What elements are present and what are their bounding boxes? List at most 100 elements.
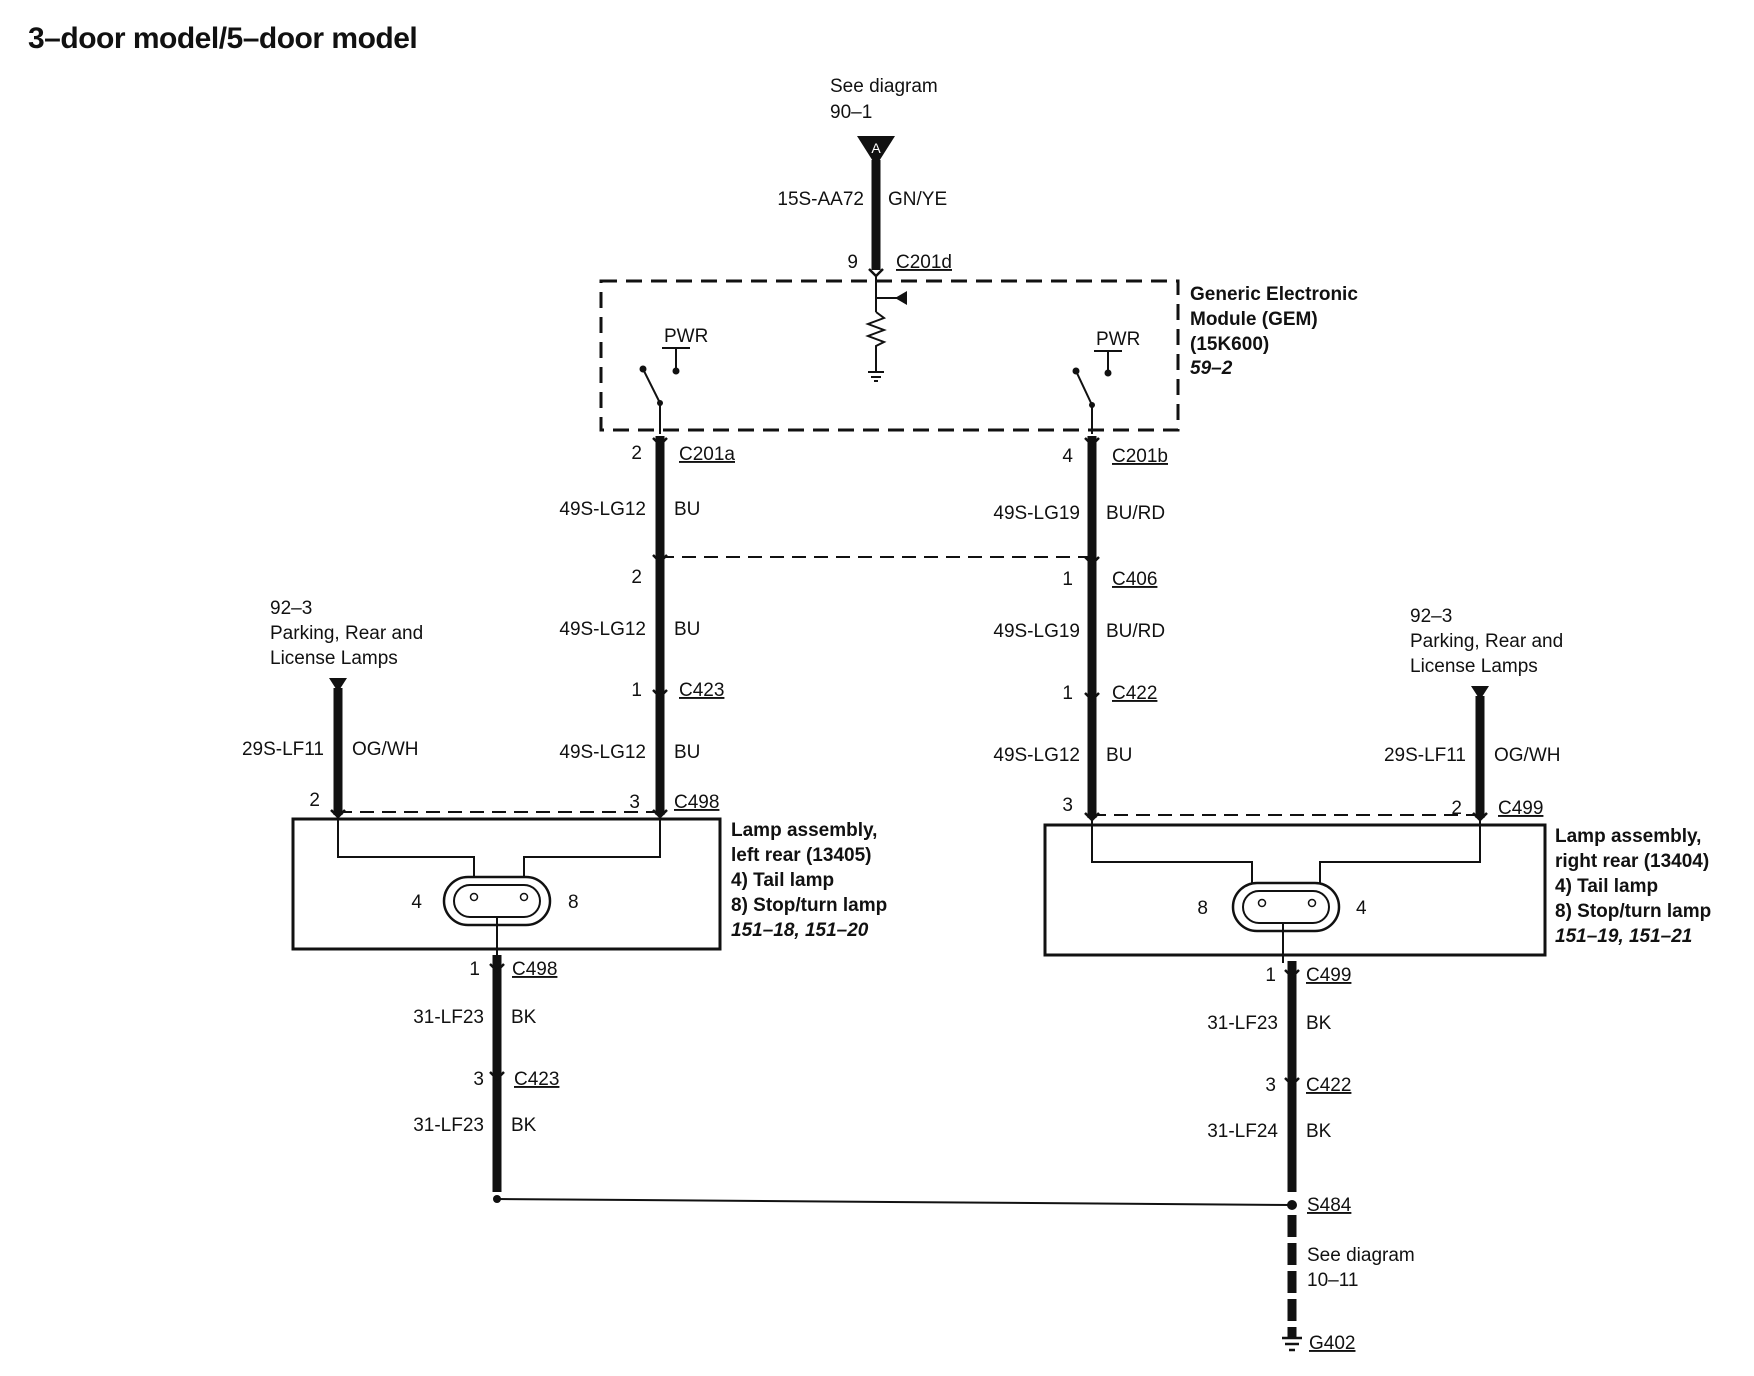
wire-r2-circuit: 49S-LG19 bbox=[993, 621, 1080, 642]
c498-top-label: C498 bbox=[674, 792, 719, 813]
wire-lg1-circuit: 31-LF23 bbox=[413, 1007, 484, 1028]
c422-bottom-chevron bbox=[1284, 1077, 1300, 1087]
wire-l1-color: BU bbox=[674, 499, 700, 520]
lamp-left-box bbox=[291, 817, 722, 951]
wire-lfeed-circuit: 29S-LF11 bbox=[242, 739, 324, 760]
left-feed-arrow bbox=[329, 678, 347, 692]
lamp-right-pin-b: 4 bbox=[1356, 898, 1367, 919]
left-feed-text1: 92–3 bbox=[270, 598, 312, 619]
right-feed-text2: Parking, Rear and bbox=[1410, 631, 1563, 652]
lamp-right-item1: 4) Tail lamp bbox=[1555, 876, 1658, 897]
ground-label: G402 bbox=[1309, 1333, 1355, 1354]
c499-top-pin: 3 bbox=[1062, 795, 1073, 816]
lamp-right-item2: 8) Stop/turn lamp bbox=[1555, 901, 1711, 922]
wire-l2-circuit: 49S-LG12 bbox=[559, 619, 646, 640]
ground-text2: 10–11 bbox=[1307, 1270, 1358, 1291]
right-feed-text3: License Lamps bbox=[1410, 656, 1538, 677]
wire-r2-color: BU/RD bbox=[1106, 621, 1165, 642]
lamp-right-filament-a bbox=[1257, 898, 1267, 908]
lamp-right-filament-b bbox=[1307, 898, 1317, 908]
wire-l2-color: BU bbox=[674, 619, 700, 640]
c498-bottom-label: C498 bbox=[512, 959, 557, 980]
left-feed-text3: License Lamps bbox=[270, 648, 398, 669]
right-feed-text1: 92–3 bbox=[1410, 606, 1452, 627]
c422-right-label: C422 bbox=[1112, 683, 1157, 704]
lamp-left-title1: Lamp assembly, bbox=[731, 820, 877, 841]
c201d-label: C201d bbox=[896, 252, 952, 273]
wire-lfeed-color: OG/WH bbox=[352, 739, 419, 760]
lamp-right-tail-wire bbox=[1319, 818, 1481, 884]
feed-a-marker: A bbox=[871, 140, 881, 156]
left-feed-text2: Parking, Rear and bbox=[270, 623, 423, 644]
lamp-left-filament-a bbox=[469, 892, 479, 902]
wire-lg2-circuit: 31-LF23 bbox=[413, 1115, 484, 1136]
wire-rg2-circuit: 31-LF24 bbox=[1207, 1121, 1278, 1142]
wire-rg1-color: BK bbox=[1306, 1013, 1332, 1034]
c499-bottom-pin: 1 bbox=[1265, 965, 1276, 986]
c201b-pin: 4 bbox=[1062, 446, 1073, 467]
c499-top-pin-feed: 2 bbox=[1451, 798, 1462, 819]
c498-bottom-chevron bbox=[489, 963, 505, 973]
lamp-right-stop-wire bbox=[1091, 818, 1253, 884]
wire-top-circuit: 15S-AA72 bbox=[777, 189, 864, 210]
feed-a-triangle bbox=[857, 136, 895, 166]
gem-module-box bbox=[599, 279, 1180, 432]
c423-left-pin: 1 bbox=[631, 680, 642, 701]
wire-r1-color: BU/RD bbox=[1106, 503, 1165, 524]
lamp-right-pin-a: 8 bbox=[1197, 898, 1208, 919]
lamp-left-pin-a: 4 bbox=[411, 892, 422, 913]
lamp-left-bulb-icon bbox=[453, 884, 541, 918]
lamp-right-title1: Lamp assembly, bbox=[1555, 826, 1701, 847]
c423-bottom-label: C423 bbox=[514, 1069, 559, 1090]
pwr-left-label: PWR bbox=[664, 326, 708, 347]
switch-right-icon bbox=[1075, 370, 1093, 406]
lamp-right-refs: 151–19, 151–21 bbox=[1555, 926, 1692, 947]
lamp-left-title2: left rear (13405) bbox=[731, 845, 871, 866]
wire-rg1-circuit: 31-LF23 bbox=[1207, 1013, 1278, 1034]
wire-top-color: GN/YE bbox=[888, 189, 947, 210]
wire-rfeed-circuit: 29S-LF11 bbox=[1384, 745, 1466, 766]
lamp-right-bulb-outer bbox=[1231, 881, 1341, 933]
diagram-title: 3–door model/5–door model bbox=[28, 22, 418, 55]
splice-connect-wire bbox=[496, 1198, 1293, 1206]
c423-bottom-pin: 3 bbox=[473, 1069, 484, 1090]
c499-top-label: C499 bbox=[1498, 798, 1543, 819]
wire-rfeed-color: OG/WH bbox=[1494, 745, 1561, 766]
c498-bottom-pin: 1 bbox=[469, 959, 480, 980]
lamp-right-box bbox=[1043, 823, 1547, 957]
lamp-left-item1: 4) Tail lamp bbox=[731, 870, 834, 891]
wire-r3-color: BU bbox=[1106, 745, 1132, 766]
lamp-right-bulb-icon bbox=[1242, 890, 1330, 924]
c422-bottom-pin: 3 bbox=[1265, 1075, 1276, 1096]
ground-text1: See diagram bbox=[1307, 1245, 1415, 1266]
c201a-pin: 2 bbox=[631, 443, 642, 464]
c406-pin: 1 bbox=[1062, 569, 1073, 590]
lamp-left-refs: 151–18, 151–20 bbox=[731, 920, 869, 941]
wire-rg2-color: BK bbox=[1306, 1121, 1332, 1142]
lamp-left-pin-b: 8 bbox=[568, 892, 579, 913]
lamp-right-title2: right rear (13404) bbox=[1555, 851, 1709, 872]
top-feed-text2: 90–1 bbox=[830, 102, 872, 123]
lamp-left-stop-wire bbox=[523, 815, 661, 878]
c406-right-chevron bbox=[1084, 556, 1100, 566]
c423-bottom-chevron bbox=[489, 1071, 505, 1081]
top-feed-text1: See diagram bbox=[830, 76, 938, 97]
wire-lg1-color: BK bbox=[511, 1007, 537, 1028]
c499-bottom-label: C499 bbox=[1306, 965, 1351, 986]
pwr-right-label: PWR bbox=[1096, 329, 1140, 350]
c423-left-label: C423 bbox=[679, 680, 724, 701]
gem-sense-triangle bbox=[895, 291, 907, 305]
pwr-right-contact bbox=[1104, 369, 1112, 377]
c201d-chevron bbox=[868, 268, 884, 278]
wire-r3-circuit: 49S-LG12 bbox=[993, 745, 1080, 766]
switch-left-icon bbox=[642, 368, 661, 404]
right-feed-arrow bbox=[1471, 686, 1489, 700]
c201d-pin: 9 bbox=[847, 252, 858, 273]
c422-right-pin: 1 bbox=[1062, 683, 1073, 704]
c422-right-chevron bbox=[1084, 692, 1100, 702]
c201b-chevron bbox=[1084, 437, 1100, 447]
c406-left-pin: 2 bbox=[631, 567, 642, 588]
gem-ref: 59–2 bbox=[1190, 358, 1233, 379]
wire-l1-circuit: 49S-LG12 bbox=[559, 499, 646, 520]
